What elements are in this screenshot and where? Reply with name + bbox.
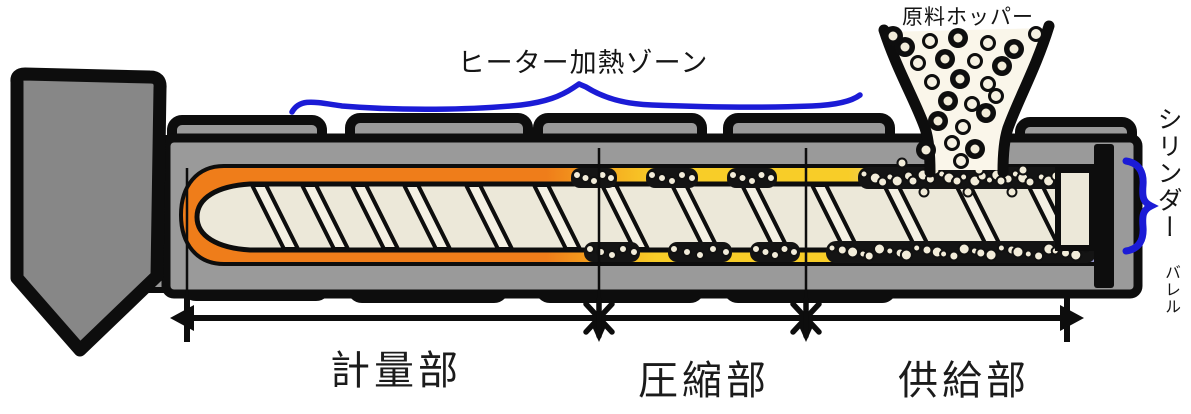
pellet <box>980 35 996 51</box>
pellet <box>948 250 960 262</box>
screw-flight <box>402 183 452 251</box>
pellet <box>995 175 1007 187</box>
pellet <box>789 247 799 257</box>
pellet <box>1033 250 1045 262</box>
pellet <box>657 173 667 183</box>
pellet <box>737 173 748 183</box>
pellet <box>1017 164 1029 176</box>
screw-flight <box>300 183 350 251</box>
hopper-wall-right <box>997 20 1055 178</box>
pellet <box>647 170 657 180</box>
pellet <box>944 135 960 151</box>
cylinder-brace <box>1122 157 1159 255</box>
pellet <box>962 186 974 198</box>
pellet <box>907 175 919 187</box>
pellet <box>695 250 705 260</box>
pellet <box>589 176 599 186</box>
pellet <box>988 88 1004 104</box>
pellet <box>924 74 940 90</box>
heater-zone-label: ヒーター加熱ゾーン <box>457 48 709 78</box>
pellet <box>1006 186 1018 198</box>
hopper <box>878 20 1055 178</box>
pellet <box>877 176 889 188</box>
barrel-sublabel: バレル <box>1162 264 1179 315</box>
pellet <box>957 242 971 256</box>
pellet <box>873 242 886 256</box>
screw-shaft-collar <box>1055 167 1095 251</box>
pellet <box>747 176 757 186</box>
pellet <box>669 244 679 254</box>
screw-flight <box>532 183 582 251</box>
pellet-strips <box>571 157 1096 263</box>
pellet <box>890 174 904 188</box>
section-label-compression: 圧縮部 <box>638 359 770 403</box>
pellet <box>756 170 767 180</box>
heater-zone-brace <box>289 81 863 115</box>
pellet <box>975 247 987 259</box>
dimension-lines <box>170 148 1084 342</box>
pellet <box>572 170 582 180</box>
pellet <box>918 186 930 198</box>
pellet <box>682 247 692 257</box>
pellet <box>770 250 780 260</box>
pellet <box>606 173 616 183</box>
pellet <box>967 53 983 69</box>
pellet <box>629 247 639 257</box>
screw-flight <box>250 183 300 251</box>
pellet <box>1024 176 1036 188</box>
pellet <box>827 243 837 253</box>
pellet <box>760 247 771 257</box>
pellet <box>859 169 869 179</box>
pellet <box>728 170 738 180</box>
section-label-metering: 計量部 <box>330 349 462 393</box>
pellet <box>899 248 913 262</box>
pellet <box>1028 26 1044 42</box>
pellet <box>912 243 922 253</box>
pellet <box>585 244 595 254</box>
pellet <box>922 33 938 49</box>
pellet <box>766 173 776 183</box>
cylinder-end-wall <box>1094 144 1114 288</box>
pellet <box>618 244 628 254</box>
pellet <box>1023 249 1033 259</box>
pellet <box>1011 245 1025 259</box>
nozzle-head <box>10 67 167 357</box>
pellet <box>846 245 860 259</box>
pellet <box>996 243 1006 253</box>
screw-flights <box>250 183 1076 251</box>
pellet <box>1069 248 1083 262</box>
pellet <box>955 119 971 135</box>
pellet <box>910 55 926 71</box>
pellet <box>607 250 617 260</box>
resin-pellets <box>883 26 1044 169</box>
pellet <box>580 173 591 183</box>
pellet <box>885 246 895 256</box>
section-label-feed: 供給部 <box>898 359 1030 403</box>
pellet <box>863 250 875 262</box>
pellet <box>939 249 949 259</box>
hopper-label: 原料ホッパー <box>902 6 1034 29</box>
cylinder-label: シリンダー <box>1154 106 1182 241</box>
pellet <box>951 175 963 187</box>
pellet <box>921 244 933 256</box>
pellet <box>836 244 848 256</box>
screw-flight <box>464 183 514 251</box>
pellet <box>980 76 996 92</box>
pellet <box>984 248 998 262</box>
pellet <box>953 153 969 169</box>
screw-flight <box>350 183 400 251</box>
pellet <box>708 244 718 254</box>
pellet <box>687 173 697 183</box>
pellet <box>779 244 790 254</box>
pellet <box>667 176 677 186</box>
pellet <box>896 157 908 169</box>
pellet <box>721 247 731 257</box>
pellet <box>677 170 687 180</box>
pellet <box>751 244 761 254</box>
pellet <box>964 96 980 112</box>
